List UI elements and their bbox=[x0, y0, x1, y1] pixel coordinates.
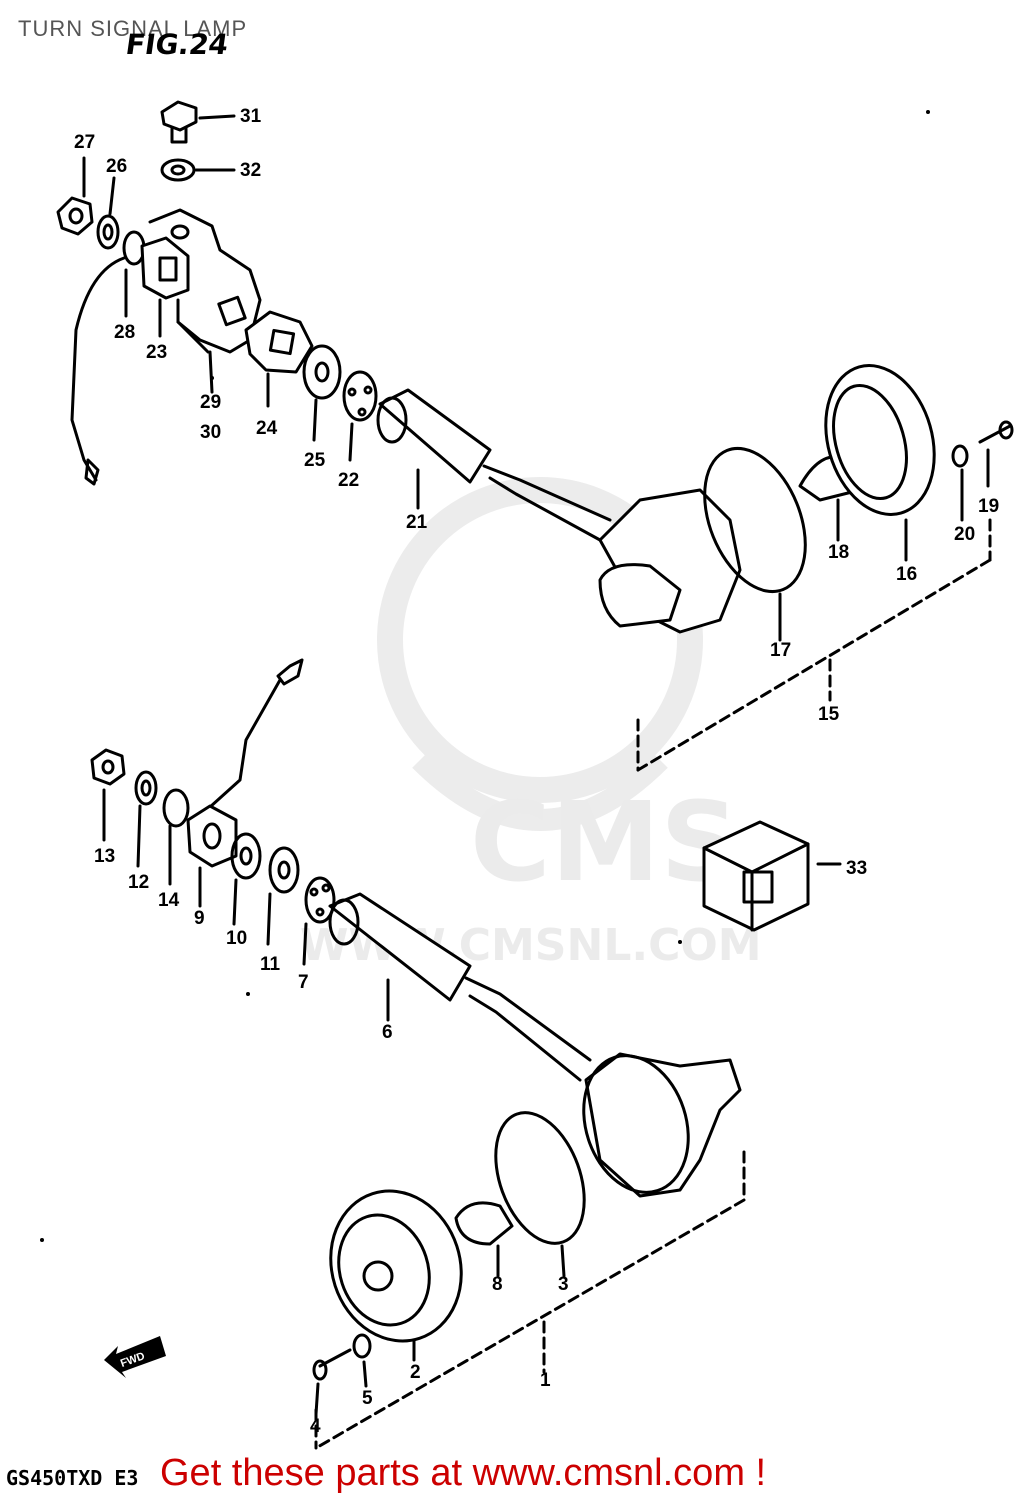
plate-7 bbox=[302, 876, 336, 966]
callout-3: 3 bbox=[558, 1274, 569, 1295]
bushing-9 bbox=[186, 804, 238, 908]
parts-link-banner[interactable]: Get these parts at www.cmsnl.com ! bbox=[160, 1452, 767, 1494]
screw-4 bbox=[312, 1348, 352, 1416]
callout-13: 13 bbox=[94, 846, 115, 867]
callout-27: 27 bbox=[74, 132, 95, 153]
washer-11 bbox=[266, 846, 300, 946]
callout-6: 6 bbox=[382, 1022, 393, 1043]
callout-30: 30 bbox=[200, 422, 221, 443]
model-code: GS450TXD E3 bbox=[6, 1466, 139, 1490]
washer-32 bbox=[160, 158, 236, 182]
callout-8: 8 bbox=[492, 1274, 503, 1295]
callout-25: 25 bbox=[304, 450, 326, 471]
stray-dots bbox=[40, 110, 930, 1242]
wire-lower bbox=[186, 658, 304, 822]
cushion-23 bbox=[140, 236, 190, 338]
callout-33: 33 bbox=[846, 858, 867, 879]
callout-12: 12 bbox=[128, 872, 149, 893]
stem-21 bbox=[376, 388, 612, 542]
washer-25 bbox=[302, 344, 342, 442]
callout-16: 16 bbox=[896, 564, 917, 585]
callout-5: 5 bbox=[362, 1388, 373, 1409]
housing-lower bbox=[582, 1052, 742, 1198]
callout-11: 11 bbox=[260, 954, 281, 975]
forward-direction-marker: FWD bbox=[104, 1336, 166, 1378]
screw-19 bbox=[978, 420, 1014, 488]
washer-10 bbox=[230, 832, 262, 926]
wire-terminal-28 bbox=[70, 230, 146, 486]
figure-label: FIG.24 bbox=[123, 28, 231, 61]
callout-20: 20 bbox=[954, 524, 975, 545]
plate-22 bbox=[342, 370, 378, 462]
washer-12 bbox=[134, 770, 158, 868]
nut-27 bbox=[56, 156, 94, 236]
callout-19: 19 bbox=[978, 496, 999, 517]
callout-32: 32 bbox=[240, 160, 261, 181]
callout-4: 4 bbox=[310, 1416, 321, 1437]
assembly-bracket-15 bbox=[636, 518, 992, 772]
lens-16 bbox=[824, 364, 936, 562]
bolt-31 bbox=[160, 100, 236, 144]
callout-31: 31 bbox=[240, 106, 262, 127]
callout-28: 28 bbox=[114, 322, 135, 343]
assembly-bracket-1 bbox=[314, 1150, 746, 1450]
callout-10: 10 bbox=[226, 928, 247, 949]
relay-33 bbox=[702, 820, 842, 932]
callout-2: 2 bbox=[410, 1362, 421, 1383]
callout-24: 24 bbox=[256, 418, 278, 439]
terminal-14 bbox=[162, 788, 190, 886]
nut-13 bbox=[90, 748, 126, 842]
callout-22: 22 bbox=[338, 470, 359, 491]
washer-26 bbox=[96, 176, 120, 250]
callout-26: 26 bbox=[106, 156, 127, 177]
callout-1: 1 bbox=[540, 1370, 551, 1391]
gasket-3 bbox=[494, 1111, 586, 1278]
lens-housing bbox=[598, 488, 742, 634]
page-title: TURN SIGNAL LAMP bbox=[18, 16, 248, 41]
callout-29: 29 bbox=[200, 392, 221, 413]
rubber-24 bbox=[244, 310, 314, 408]
callout-23: 23 bbox=[146, 342, 167, 363]
callout-7: 7 bbox=[298, 972, 309, 993]
watermark-brand: CMS bbox=[470, 778, 739, 906]
callout-18: 18 bbox=[828, 542, 849, 563]
washer-5 bbox=[352, 1333, 372, 1388]
callout-labels: 1234567891011121314151617181920212223242… bbox=[74, 106, 999, 1437]
callout-9: 9 bbox=[194, 908, 205, 929]
callout-15: 15 bbox=[818, 704, 840, 725]
callout-17: 17 bbox=[770, 640, 791, 661]
gasket-17 bbox=[703, 446, 807, 642]
washer-20 bbox=[951, 444, 969, 522]
bulb-8 bbox=[454, 1201, 514, 1278]
stem-6 bbox=[328, 892, 592, 1082]
callout-14: 14 bbox=[158, 890, 180, 911]
callout-21: 21 bbox=[406, 512, 428, 533]
lens-2 bbox=[329, 1189, 463, 1362]
